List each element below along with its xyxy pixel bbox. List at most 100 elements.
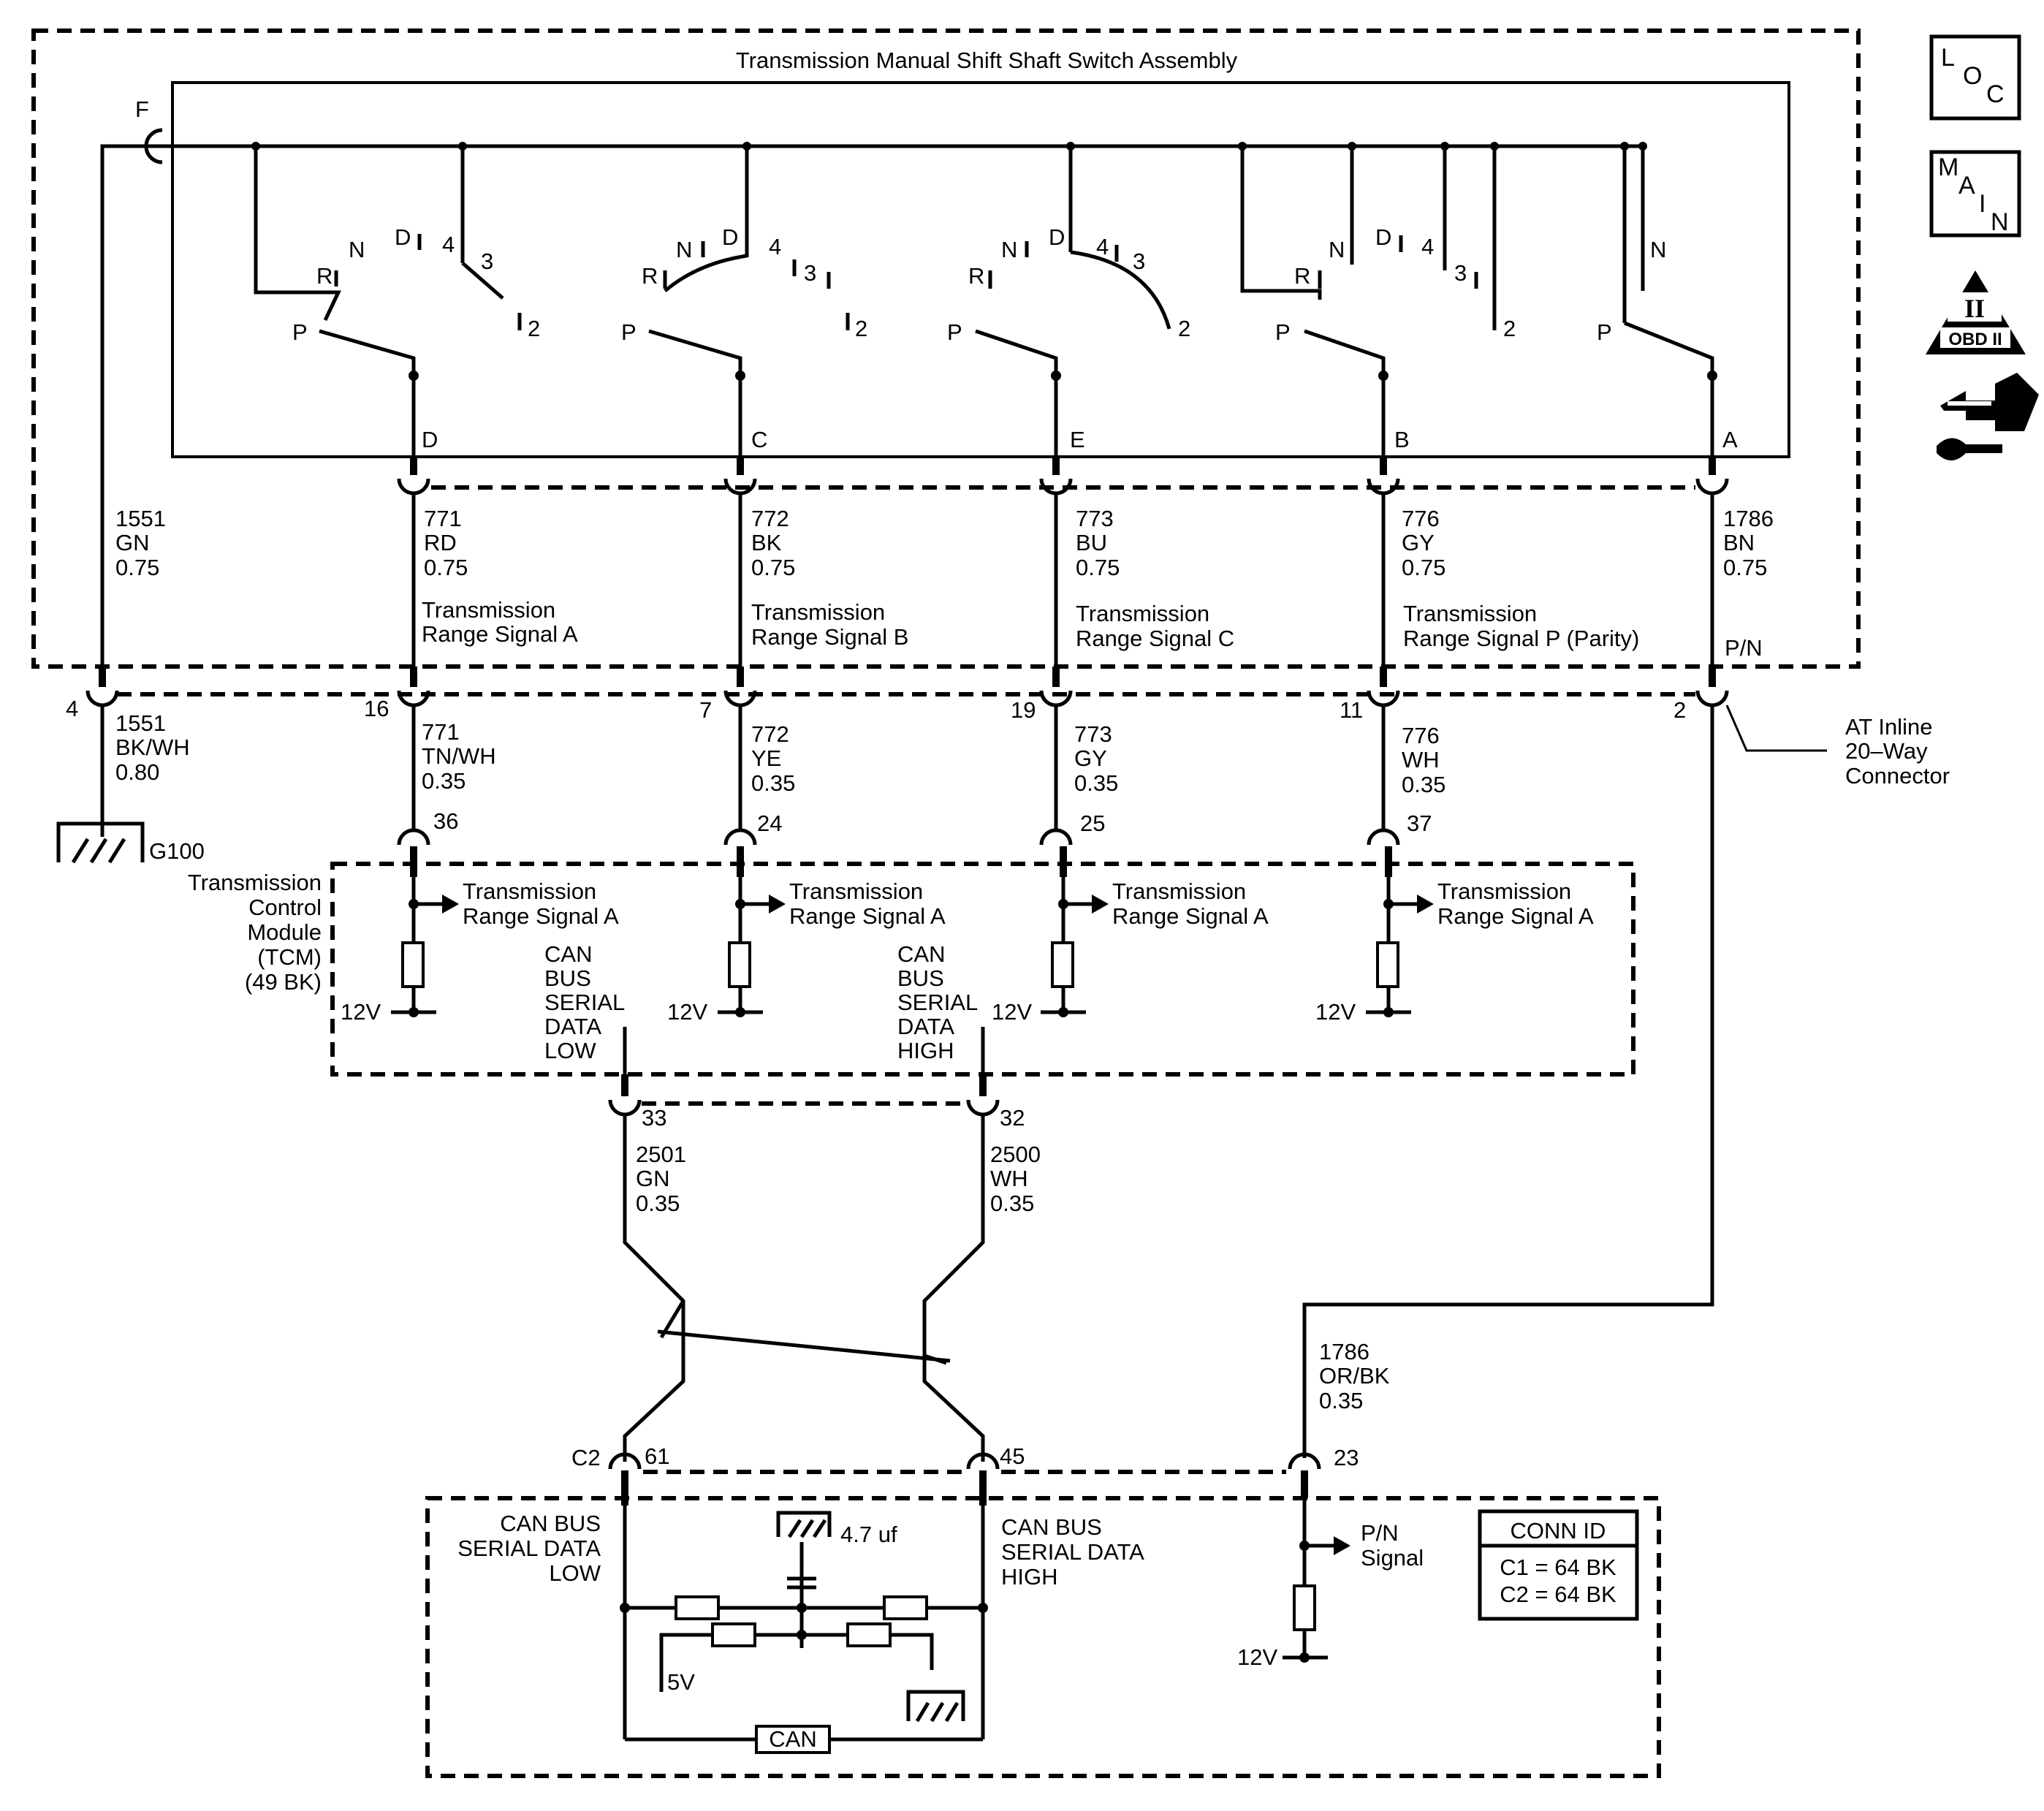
svg-text:23: 23 — [1334, 1445, 1359, 1470]
svg-text:Transmission: Transmission — [789, 878, 923, 904]
svg-text:1786: 1786 — [1723, 506, 1774, 531]
svg-text:4: 4 — [1096, 234, 1109, 259]
svg-text:Range Signal B: Range Signal B — [751, 624, 908, 650]
svg-text:N: N — [1001, 237, 1017, 262]
pin-label-f: F — [135, 96, 149, 122]
svg-text:2: 2 — [1178, 316, 1190, 341]
svg-text:772: 772 — [751, 721, 789, 747]
svg-text:BN: BN — [1723, 530, 1755, 555]
svg-text:(TCM): (TCM) — [257, 944, 322, 970]
svg-text:N: N — [676, 237, 692, 262]
tcm-can-wires: 33 32 — [608, 1027, 1025, 1131]
svg-text:776: 776 — [1402, 723, 1440, 748]
svg-text:CAN BUS: CAN BUS — [1001, 1514, 1102, 1540]
svg-text:772: 772 — [751, 506, 789, 531]
svg-text:GY: GY — [1402, 530, 1435, 555]
svg-text:Transmission: Transmission — [1403, 601, 1537, 626]
scan-tool-icon[interactable] — [1937, 373, 2039, 460]
svg-text:C1 = 64 BK: C1 = 64 BK — [1500, 1554, 1616, 1580]
svg-text:N: N — [1991, 208, 2009, 236]
main-icon[interactable]: M A I N — [1929, 150, 2021, 238]
svg-text:771: 771 — [424, 506, 462, 531]
svg-text:D: D — [1375, 224, 1391, 250]
svg-text:Transmission: Transmission — [1076, 601, 1209, 626]
inline-connector-label-3: Connector — [1845, 763, 1950, 789]
svg-text:4: 4 — [769, 234, 781, 259]
lower-wire-labels: 1551 BK/WH 0.80 771 TN/WH 0.35 772 YE 0.… — [115, 710, 1445, 797]
svg-text:0.35: 0.35 — [751, 770, 795, 796]
ground-g100-icon — [56, 821, 145, 864]
svg-text:C2: C2 — [571, 1445, 601, 1470]
pin-label-d: D — [422, 427, 438, 452]
svg-text:P: P — [947, 319, 962, 345]
svg-text:N: N — [349, 237, 365, 262]
inline-connector-leader — [1725, 705, 1827, 752]
svg-text:CAN: CAN — [544, 941, 592, 967]
svg-text:R: R — [316, 263, 333, 289]
svg-text:1786: 1786 — [1319, 1339, 1369, 1364]
svg-text:0.75: 0.75 — [424, 555, 468, 580]
svg-text:Transmission: Transmission — [422, 597, 555, 623]
pin-label-b: B — [1394, 427, 1410, 452]
module-ground-icon — [906, 1690, 965, 1723]
wire-1551-upper — [100, 144, 146, 676]
tcm-can-labels: CAN BUS SERIAL DATA LOW CAN BUS SERIAL D… — [544, 941, 978, 1063]
svg-text:GN: GN — [636, 1166, 670, 1191]
svg-text:SERIAL: SERIAL — [544, 990, 625, 1015]
svg-text:BUS: BUS — [544, 965, 591, 991]
svg-text:D: D — [395, 224, 411, 250]
bottom-module-boundary — [425, 1496, 1661, 1778]
svg-text:1551: 1551 — [115, 506, 166, 531]
tcm-channel-labels: Transmission Range Signal A Transmission… — [341, 878, 1594, 1025]
svg-text:DATA: DATA — [897, 1014, 954, 1039]
svg-text:A: A — [1958, 172, 1975, 200]
svg-text:0.75: 0.75 — [115, 555, 159, 580]
svg-text:R: R — [1294, 263, 1310, 289]
svg-text:2500: 2500 — [990, 1142, 1041, 1167]
can-wire-labels: 2501 GN 0.35 2500 WH 0.35 — [636, 1142, 1041, 1216]
svg-text:3: 3 — [1454, 260, 1467, 286]
svg-text:0.35: 0.35 — [1074, 770, 1118, 796]
svg-text:3: 3 — [481, 248, 493, 274]
svg-text:P: P — [1275, 319, 1291, 345]
conn-id-table: CONN ID C1 = 64 BK C2 = 64 BK — [1478, 1509, 1639, 1621]
svg-text:776: 776 — [1402, 506, 1440, 531]
obd-ii-icon[interactable]: II OBD II — [1926, 270, 2026, 354]
svg-text:3: 3 — [804, 260, 816, 286]
svg-text:2: 2 — [528, 316, 540, 341]
svg-text:LOW: LOW — [549, 1560, 601, 1586]
svg-text:N: N — [1650, 237, 1666, 262]
svg-text:Transmission: Transmission — [1437, 878, 1571, 904]
svg-text:61: 61 — [645, 1443, 669, 1469]
svg-text:P: P — [1597, 319, 1612, 345]
svg-text:12V: 12V — [1237, 1644, 1277, 1670]
svg-text:12V: 12V — [992, 999, 1032, 1025]
svg-text:0.75: 0.75 — [1076, 555, 1120, 580]
svg-text:TN/WH: TN/WH — [422, 743, 496, 769]
can-box-label: CAN — [769, 1726, 816, 1752]
svg-text:Range Signal A: Range Signal A — [463, 903, 619, 929]
upper-wire-runs — [397, 457, 1729, 676]
svg-text:II: II — [1964, 294, 1985, 323]
pin-label-c: C — [751, 427, 767, 452]
svg-text:WH: WH — [1402, 747, 1440, 772]
ground-label: G100 — [149, 838, 205, 864]
svg-text:GY: GY — [1074, 745, 1107, 771]
svg-text:Transmission: Transmission — [463, 878, 596, 904]
svg-text:2501: 2501 — [636, 1142, 686, 1167]
svg-text:DATA: DATA — [544, 1014, 601, 1039]
switch-assembly-boundary — [31, 29, 1861, 669]
svg-text:19: 19 — [1011, 697, 1036, 723]
svg-text:R: R — [968, 263, 984, 289]
tcm-name: Transmission Control Module (TCM) (49 BK… — [188, 870, 322, 995]
svg-text:CONN ID: CONN ID — [1511, 1518, 1606, 1544]
svg-text:2: 2 — [1503, 316, 1516, 341]
svg-text:37: 37 — [1407, 810, 1432, 836]
svg-text:R: R — [642, 263, 658, 289]
svg-text:OBD II: OBD II — [1948, 330, 2002, 349]
svg-text:CAN BUS: CAN BUS — [500, 1511, 601, 1536]
loc-icon[interactable]: L O C — [1929, 34, 2021, 121]
svg-text:2: 2 — [855, 316, 867, 341]
svg-text:1551: 1551 — [115, 710, 166, 736]
